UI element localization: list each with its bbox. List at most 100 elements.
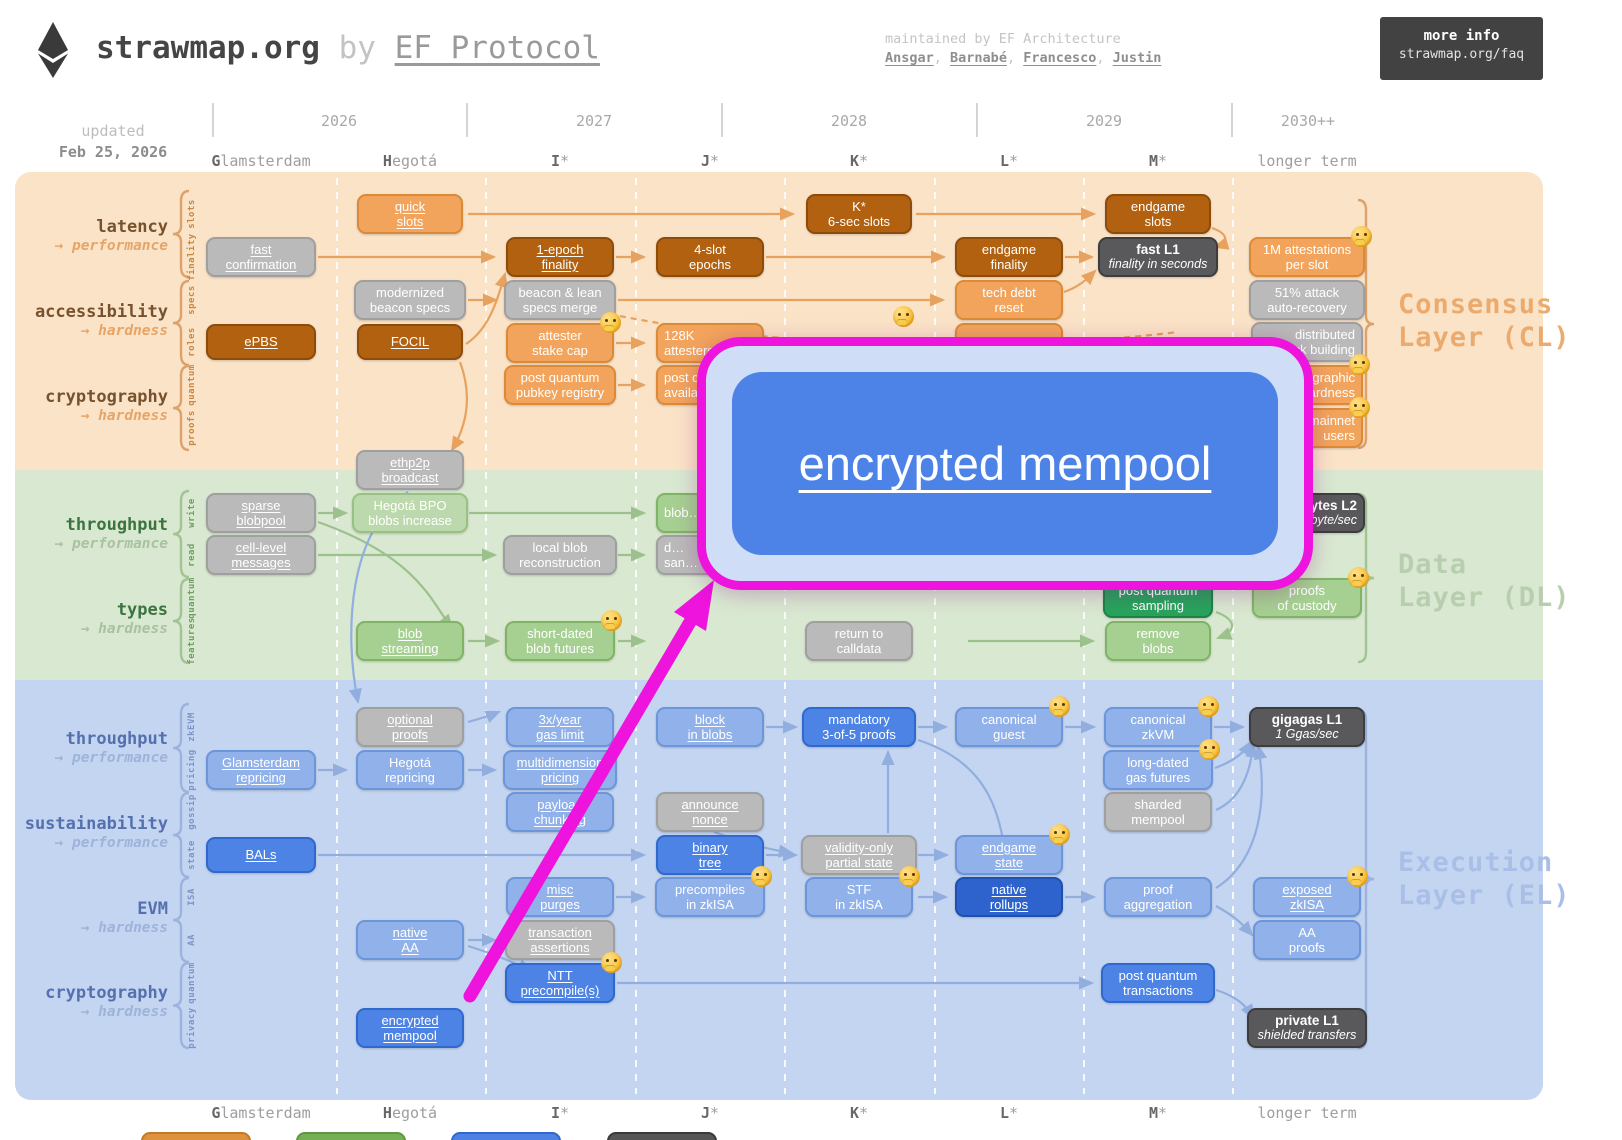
legend-chip: [607, 1132, 717, 1140]
thinking-emoji: [1348, 567, 1369, 588]
page-title: strawmap.org: [96, 30, 320, 66]
thinking-emoji: [1349, 354, 1370, 375]
timeline-tick: [721, 103, 723, 137]
fork-label: J*: [700, 152, 720, 170]
fork-label: I*: [550, 1104, 570, 1122]
updated-block: updated Feb 25, 2026: [38, 122, 188, 161]
row-group-label: types→ hardness: [80, 600, 168, 637]
thinking-emoji: [1049, 824, 1070, 845]
thinking-emoji: [600, 312, 621, 333]
encrypted-mempool-popup: encrypted mempool: [697, 337, 1313, 590]
box-epbs[interactable]: ePBS: [206, 324, 316, 360]
thinking-emoji: [1199, 739, 1220, 760]
encrypted-mempool-highlight[interactable]: encrypted mempool: [732, 372, 1278, 555]
more-info-button[interactable]: more info strawmap.org/faq: [1380, 17, 1543, 80]
fork-label: M*: [1148, 152, 1168, 170]
maintainer-link[interactable]: Justin: [1112, 50, 1162, 66]
timeline-tick: [212, 103, 214, 137]
maintained-by-text: maintained by EF Architecture: [885, 31, 1121, 47]
more-info-label: more info: [1423, 28, 1500, 44]
title-by: by: [338, 30, 376, 66]
updated-label: updated: [81, 122, 145, 140]
row-group-label: accessibility→ hardness: [34, 302, 168, 339]
fork-label: K*: [849, 1104, 869, 1122]
thinking-emoji: [1049, 696, 1070, 717]
fork-label: M*: [1148, 1104, 1168, 1122]
fork-label: L*: [999, 1104, 1019, 1122]
maintainer-link[interactable]: Francesco: [1023, 50, 1097, 66]
box-bals[interactable]: BALs: [206, 837, 316, 873]
box-focil[interactable]: FOCIL: [357, 324, 463, 360]
year-label: 2026: [320, 112, 358, 130]
popup-link-label[interactable]: encrypted mempool: [798, 437, 1212, 490]
year-label: 2029: [1085, 112, 1123, 130]
more-info-url: strawmap.org/faq: [1398, 47, 1525, 62]
fork-label: Hegotá: [382, 1104, 438, 1122]
fork-label: I*: [550, 152, 570, 170]
fork-label: Hegotá: [382, 152, 438, 170]
row-group-label: throughput→ performance: [54, 515, 169, 552]
row-group-label: sustainability→ performance: [24, 814, 168, 851]
legend-chip: [141, 1132, 251, 1140]
fork-label: K*: [849, 152, 869, 170]
fork-label: Glamsterdam: [211, 152, 311, 170]
timeline-tick: [1231, 103, 1233, 137]
year-label: 2027: [575, 112, 613, 130]
fork-label: J*: [700, 1104, 720, 1122]
thinking-emoji: [601, 610, 622, 631]
maintainer-link[interactable]: Ansgar: [885, 50, 934, 66]
year-label: 2030++: [1280, 112, 1336, 130]
maintainer-link[interactable]: Barnabé: [950, 50, 1007, 66]
updated-date: Feb 25, 2026: [58, 143, 168, 161]
fork-label: longer term: [1257, 152, 1357, 170]
year-label: 2028: [830, 112, 868, 130]
ef-protocol-link[interactable]: EF Protocol: [394, 30, 600, 66]
fork-label: longer term: [1257, 1104, 1357, 1122]
row-group-label: cryptography→ hardness: [45, 983, 168, 1020]
thinking-emoji: [1349, 397, 1370, 418]
row-group-label: latency→ performance: [54, 217, 169, 254]
row-group-label: throughput→ performance: [54, 729, 169, 766]
fork-label: L*: [999, 152, 1019, 170]
